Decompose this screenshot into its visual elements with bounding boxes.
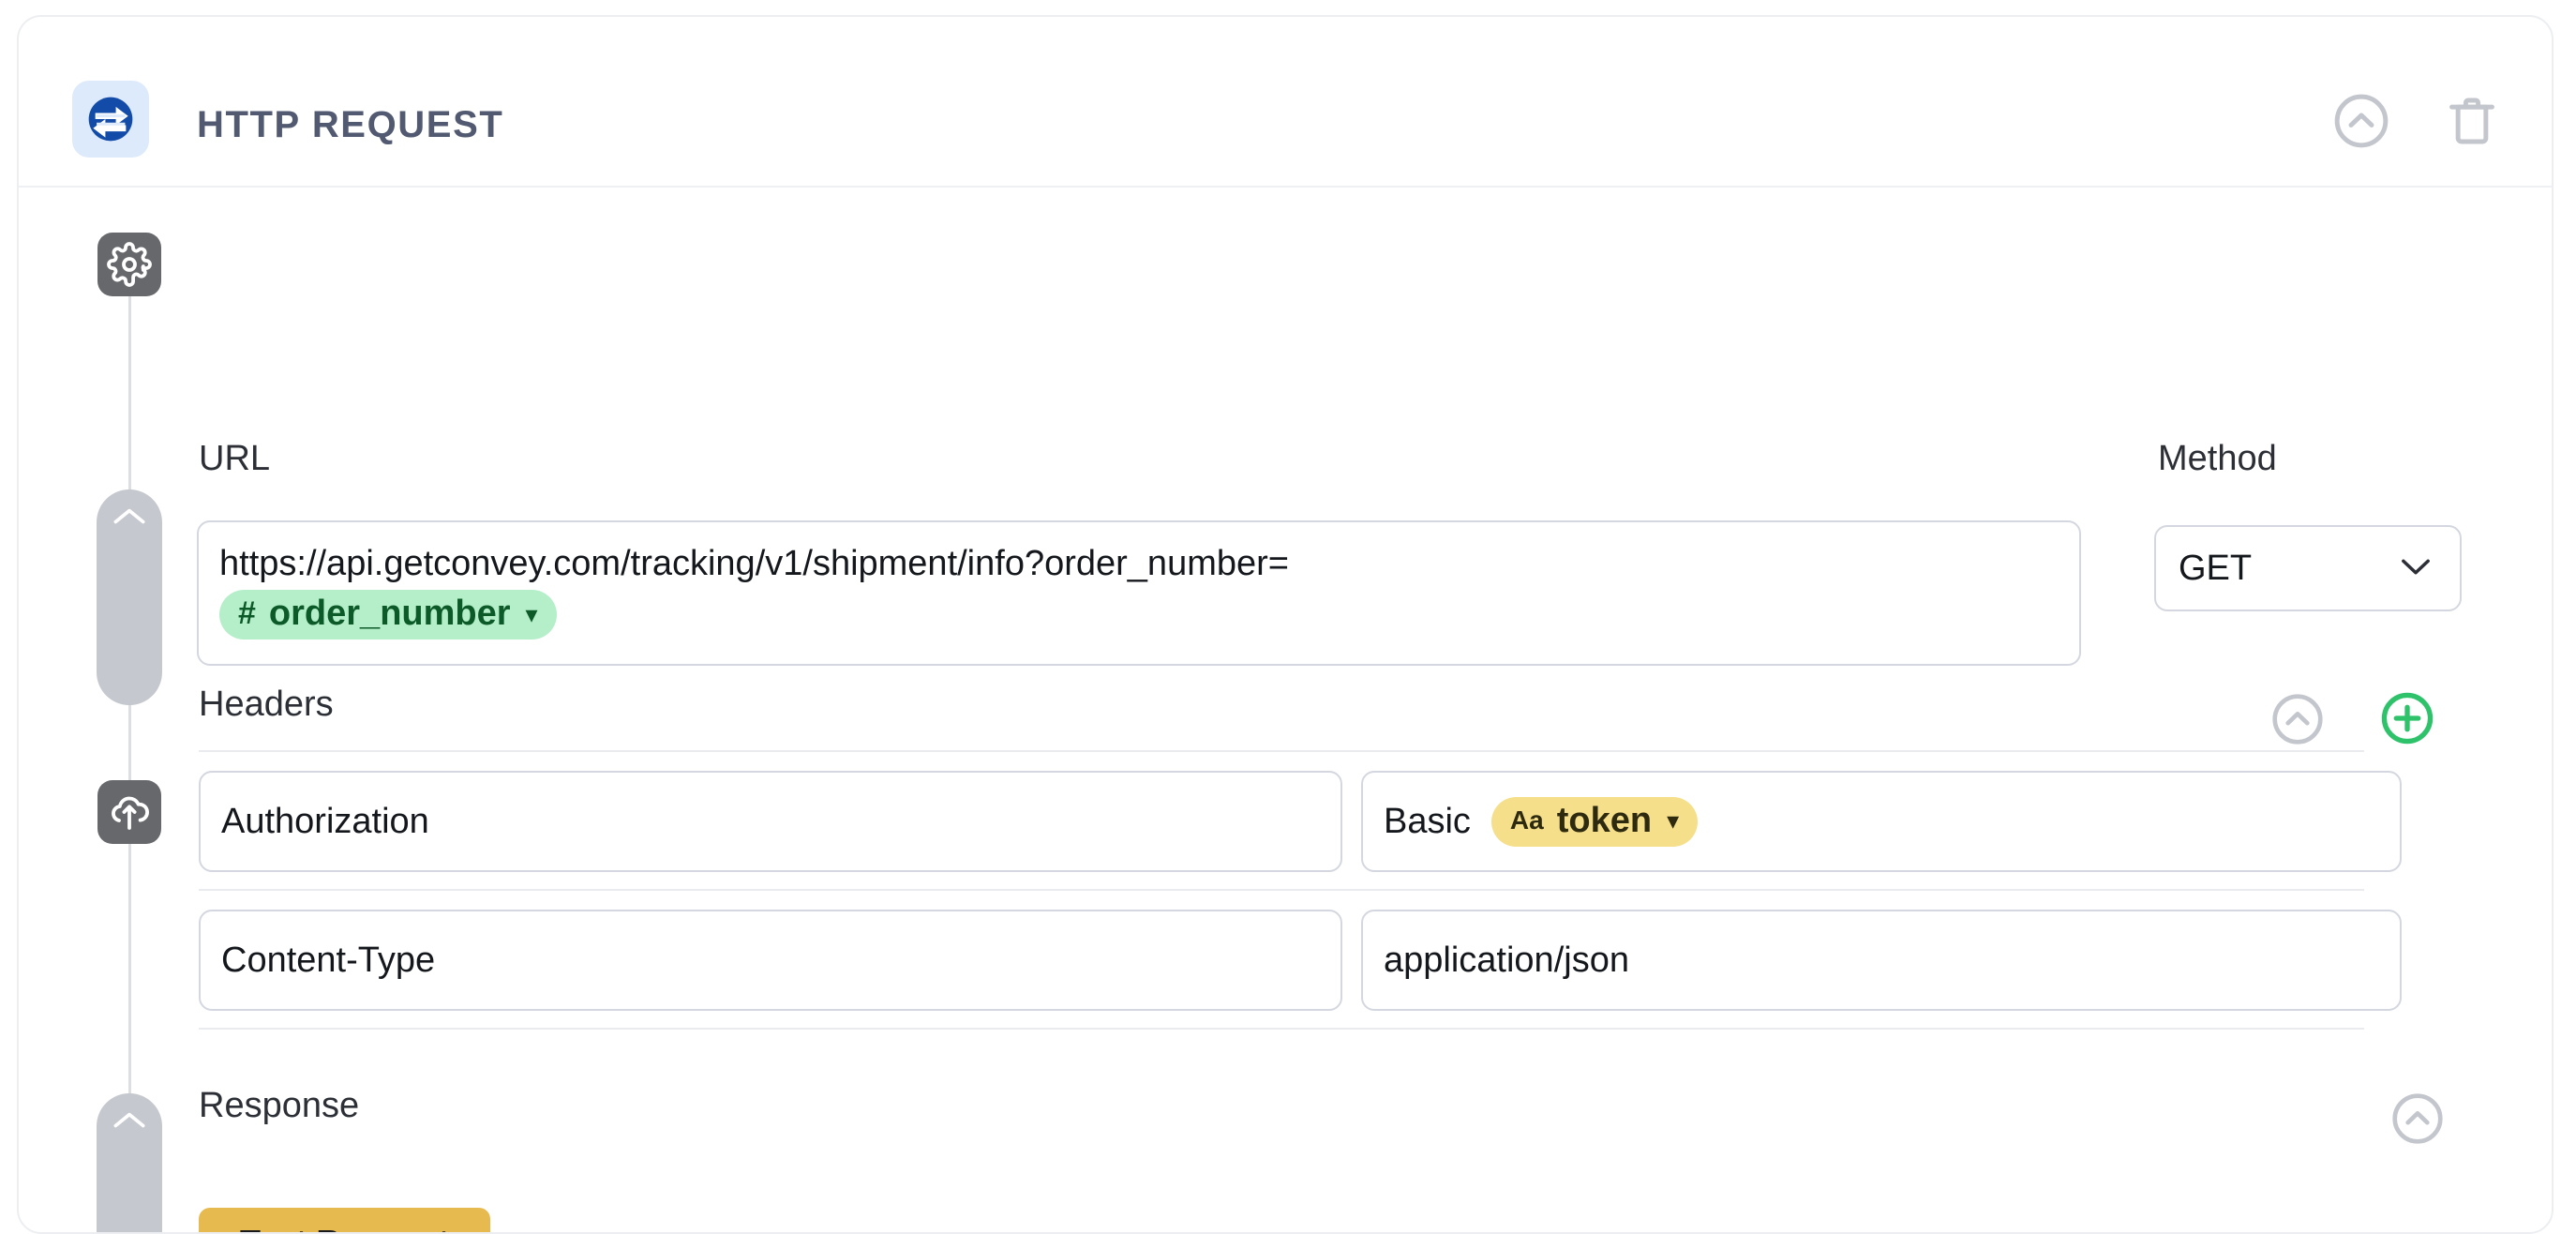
headers-label: Headers: [199, 685, 334, 724]
header-value-input[interactable]: Basic Aa token ▾: [1361, 771, 2402, 872]
rail-connector-lower: [128, 844, 131, 1095]
chevron-down-icon: ▾: [525, 599, 538, 628]
gear-icon: [97, 233, 161, 296]
header-key-input[interactable]: Authorization: [199, 771, 1342, 872]
header-value-text: application/json: [1384, 940, 1629, 980]
header-variable-chip[interactable]: Aa token ▾: [1490, 796, 1699, 847]
collapse-response-button[interactable]: [2389, 1090, 2447, 1148]
variable-sigil: #: [238, 595, 256, 632]
test-request-button[interactable]: Test Request: [199, 1208, 491, 1232]
collapse-headers-button[interactable]: [2269, 690, 2327, 748]
header-key-value: Content-Type: [221, 940, 436, 980]
chevron-up-icon: [97, 504, 162, 529]
http-exchange-icon: [72, 81, 149, 158]
delete-node-button[interactable]: [2441, 90, 2503, 152]
method-select[interactable]: GET: [2154, 525, 2462, 611]
header-value-input[interactable]: application/json: [1361, 910, 2402, 1011]
error-section-handle[interactable]: [97, 1093, 162, 1232]
variable-name: order_number: [268, 594, 511, 634]
url-variable-chip[interactable]: # order_number ▾: [219, 590, 557, 640]
header-value-prefix: Basic: [1384, 801, 1471, 841]
headers-row-divider: [199, 889, 2364, 891]
add-header-button[interactable]: [2377, 688, 2437, 748]
method-value: GET: [2179, 548, 2253, 588]
chevron-up-icon: [97, 1108, 162, 1133]
method-label: Method: [2158, 439, 2277, 478]
rail-connector-middle: [128, 701, 131, 782]
url-value-text: https://api.getconvey.com/tracking/v1/sh…: [219, 544, 1289, 583]
url-input[interactable]: https://api.getconvey.com/tracking/v1/sh…: [197, 520, 2081, 666]
headers-top-divider: [199, 750, 2364, 752]
url-label: URL: [199, 439, 271, 478]
node-body: URL https://api.getconvey.com/tracking/v…: [19, 188, 2552, 1232]
page-title: HTTP REQUEST: [197, 104, 504, 145]
cloud-upload-icon: [97, 780, 161, 844]
rail-connector-upper: [128, 296, 131, 493]
node-header: HTTP REQUEST: [19, 17, 2552, 188]
response-label: Response: [199, 1086, 360, 1125]
variable-name: token: [1556, 800, 1653, 840]
headers-bottom-divider: [199, 1028, 2364, 1030]
variable-sigil: Aa: [1509, 805, 1544, 835]
http-request-node-card: HTTP REQUEST: [17, 15, 2554, 1234]
header-key-input[interactable]: Content-Type: [199, 910, 1342, 1011]
headers-section-handle[interactable]: [97, 489, 162, 705]
chevron-down-icon: [2394, 552, 2437, 585]
header-actions: [2330, 90, 2503, 152]
chevron-down-icon: ▾: [1667, 806, 1680, 835]
collapse-node-button[interactable]: [2330, 90, 2392, 152]
header-key-value: Authorization: [221, 801, 429, 841]
